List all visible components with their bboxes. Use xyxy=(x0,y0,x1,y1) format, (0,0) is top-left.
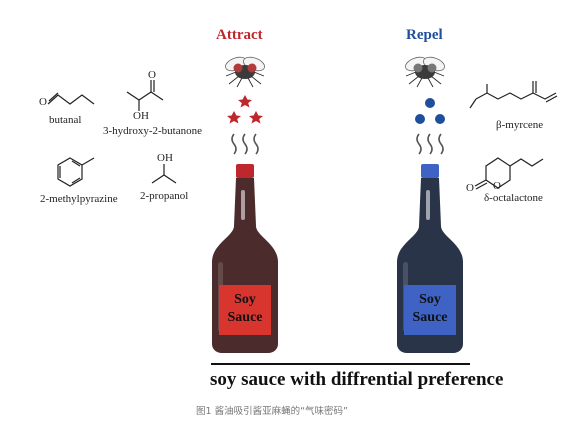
repel-title: Repel xyxy=(406,27,443,43)
right-bottle-label-line1: Soy xyxy=(419,292,441,307)
star-icon xyxy=(238,95,252,108)
compound-label-butanal: butanal xyxy=(49,114,82,126)
fly-icon-repel xyxy=(405,56,445,88)
star-icon xyxy=(227,111,241,124)
figure-caption: 图1 酱油吸引酱亚麻蝇的“气味密码” xyxy=(196,406,348,417)
propanol-structure xyxy=(151,164,177,184)
attract-star-icons xyxy=(227,95,263,124)
octalactone-structure xyxy=(474,157,544,190)
repel-dot-icons xyxy=(415,98,445,124)
dot-icon xyxy=(415,114,425,124)
compound-label-hydroxy-butanone: 3-hydroxy-2-butanone xyxy=(103,125,202,137)
attract-title: Attract xyxy=(216,27,263,43)
dot-icon xyxy=(435,114,445,124)
fly-icon-attract xyxy=(225,56,265,88)
left-bottle-label-line2: Sauce xyxy=(227,310,263,325)
left-bottle-label-line1: Soy xyxy=(234,292,256,307)
methylpyrazine-structure xyxy=(57,157,95,187)
compound-label-methylpyrazine: 2-methylpyrazine xyxy=(40,193,118,205)
diagram-caption: soy sauce with diffrential preference xyxy=(210,369,504,390)
atom-label-o: O xyxy=(493,180,501,192)
hydroxy-butanone-structure xyxy=(126,80,164,111)
left-bottle-label: Soy Sauce xyxy=(219,291,271,327)
odor-wave-icon-right xyxy=(416,133,444,155)
atom-label-o: O xyxy=(466,182,474,194)
compound-label-propanol: 2-propanol xyxy=(140,190,189,202)
right-bottle-label-line2: Sauce xyxy=(412,310,448,325)
compound-label-myrcene: β-myrcene xyxy=(496,119,544,131)
right-bottle-label: Soy Sauce xyxy=(404,291,456,327)
atom-label-oh: OH xyxy=(157,152,173,164)
odor-wave-icon-left xyxy=(231,133,259,155)
atom-label-o: O xyxy=(148,69,156,81)
soy-sauce-bottle-right xyxy=(397,164,463,353)
butanal-structure xyxy=(47,92,95,105)
star-icon xyxy=(249,111,263,124)
compound-label-octalactone: δ-octalactone xyxy=(484,192,543,204)
myrcene-structure xyxy=(469,81,558,109)
dot-icon xyxy=(425,98,435,108)
atom-label-oh: OH xyxy=(133,110,149,122)
soy-sauce-bottle-left xyxy=(212,164,278,353)
atom-label-o: O xyxy=(39,96,47,108)
